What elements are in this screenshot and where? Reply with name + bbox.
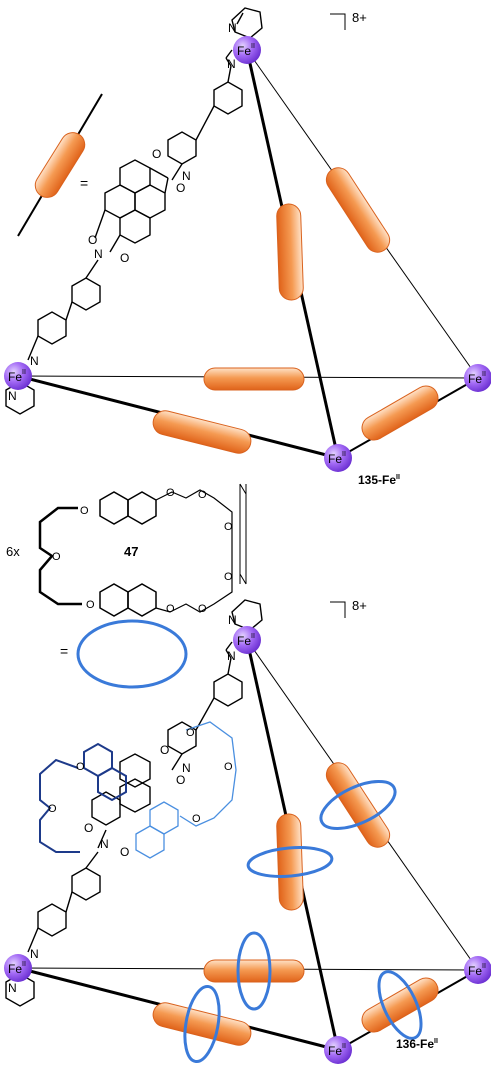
compound-label: 136-FeII — [396, 1037, 438, 1051]
svg-text:O: O — [48, 803, 57, 815]
rod-shape — [152, 410, 252, 454]
svg-text:O: O — [224, 761, 233, 773]
rod-shape — [276, 813, 304, 911]
svg-text:II: II — [482, 963, 486, 970]
carbonyl-o: O — [120, 251, 129, 265]
pyridine-n: N — [228, 613, 237, 627]
imine-n: N — [30, 354, 39, 368]
compound-label: 135-FeII — [358, 473, 400, 487]
rod-shape — [325, 762, 391, 848]
multiplier-label: 6x — [6, 544, 20, 559]
carbonyl-o: O — [84, 821, 93, 835]
rod-shape — [276, 203, 304, 301]
carbonyl-o: O — [88, 233, 97, 247]
svg-text:Fe: Fe — [237, 634, 251, 648]
svg-text:II: II — [251, 43, 255, 50]
svg-text:Fe: Fe — [8, 962, 22, 976]
iron-atom: Fe II — [4, 954, 32, 982]
svg-text:II: II — [482, 371, 486, 378]
threaded-ring — [246, 846, 334, 878]
rod-shape — [361, 385, 439, 441]
iron-atom: Fe II — [324, 1036, 352, 1064]
threaded-ring — [183, 984, 221, 1064]
imide-n: N — [182, 761, 191, 775]
rod-shape — [203, 367, 305, 391]
svg-text:O: O — [76, 761, 85, 773]
imide-n: N — [182, 169, 191, 183]
threaded-ring — [236, 931, 272, 1011]
svg-text:O: O — [224, 521, 233, 533]
svg-text:O: O — [186, 727, 195, 739]
imine-n: N — [227, 57, 236, 71]
imine-n: N — [30, 947, 39, 961]
charge-label: 8+ — [352, 598, 367, 613]
carbonyl-o: O — [160, 743, 169, 757]
iron-atom: Fe II — [464, 364, 491, 392]
svg-text:Fe: Fe — [328, 1044, 342, 1058]
pyridine-n: N — [8, 981, 17, 995]
charge-bracket — [330, 13, 346, 30]
carbonyl-o: O — [152, 147, 161, 161]
imine-n: N — [227, 649, 236, 663]
equilibrium-arrows — [239, 483, 247, 585]
iron-atom: Fe II — [233, 626, 261, 654]
legend-rod: = — [17, 93, 103, 237]
ligand-structure — [5, 7, 263, 415]
svg-text:Fe: Fe — [468, 964, 482, 978]
svg-text:O: O — [86, 599, 95, 611]
crown-left-loop — [38, 506, 82, 606]
imide-n: N — [100, 837, 109, 851]
crown-ether-47: 6x O O O 47 O O O O O O — [6, 487, 233, 617]
crown-number: 47 — [124, 544, 138, 559]
carbonyl-o: O — [176, 181, 185, 195]
rod-shape — [361, 977, 439, 1033]
svg-text:II: II — [342, 1043, 346, 1050]
svg-text:Fe: Fe — [468, 372, 482, 386]
crown-ether-light — [135, 721, 237, 859]
ligand-structure — [5, 599, 263, 1007]
iron-atom: Fe II — [324, 444, 352, 472]
carbonyl-o: O — [120, 845, 129, 859]
pyridine-n: N — [228, 21, 237, 35]
top-cage: O O O O N N N N N N Fe II Fe II Fe II Fe… — [4, 7, 491, 487]
iron-atom: Fe II — [464, 956, 491, 984]
svg-text:O: O — [166, 603, 175, 615]
svg-text:O: O — [198, 603, 207, 615]
svg-text:O: O — [52, 551, 61, 563]
bottom-cage: O O O O O N N O O O O N N N N Fe II Fe I… — [4, 598, 491, 1064]
pyridine-n: N — [8, 389, 17, 403]
svg-text:=: = — [60, 643, 68, 659]
charge-bracket — [330, 601, 346, 618]
crown-ether-dark — [39, 742, 127, 853]
iron-atom: Fe II — [233, 36, 261, 64]
rod-shape — [325, 167, 391, 253]
svg-text:II: II — [251, 633, 255, 640]
svg-text:O: O — [224, 571, 233, 583]
svg-text:Fe: Fe — [8, 370, 22, 384]
charge-label: 8+ — [352, 10, 367, 25]
svg-text:II: II — [22, 369, 26, 376]
crown-right-loop — [155, 489, 233, 613]
svg-text:O: O — [192, 813, 201, 825]
iron-atom: Fe II — [4, 362, 32, 390]
svg-text:Fe: Fe — [328, 452, 342, 466]
imide-n: N — [94, 247, 103, 261]
svg-text:O: O — [198, 489, 207, 501]
legend-equals: = — [80, 175, 88, 191]
svg-text:II: II — [22, 961, 26, 968]
rod-shape — [152, 1002, 252, 1046]
threaded-ring — [319, 780, 397, 830]
svg-text:Fe: Fe — [237, 44, 251, 58]
svg-text:O: O — [166, 487, 175, 499]
svg-text:O: O — [80, 505, 89, 517]
ring-legend: = — [60, 619, 188, 689]
carbonyl-o: O — [176, 773, 185, 787]
threaded-ring — [377, 970, 423, 1040]
rod-shape — [203, 959, 305, 983]
svg-text:II: II — [342, 451, 346, 458]
